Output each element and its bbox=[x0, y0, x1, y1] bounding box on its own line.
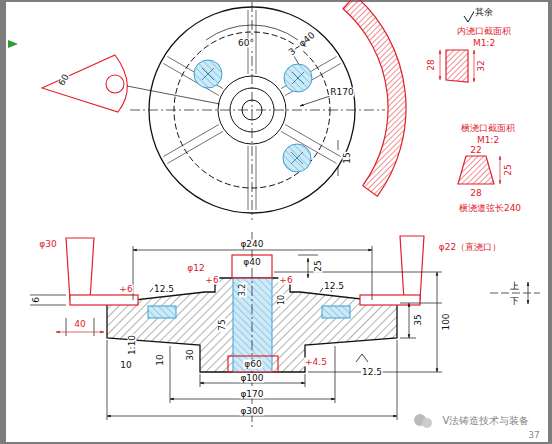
dimension: 32 bbox=[477, 59, 486, 72]
section-title: 内浇口截面积 bbox=[456, 27, 512, 36]
core-mark bbox=[292, 72, 304, 84]
watermark-icon bbox=[414, 414, 432, 428]
dimension: 40 bbox=[73, 320, 86, 329]
core-mark bbox=[202, 68, 214, 80]
note: 横浇道弦长240 bbox=[458, 204, 522, 213]
direction-label: 上 bbox=[509, 282, 520, 291]
top-view bbox=[130, 2, 385, 220]
roughness: 3.2 bbox=[239, 283, 247, 298]
dimension: 25 bbox=[314, 259, 323, 272]
core-mark bbox=[291, 152, 303, 164]
dimension: 28 bbox=[427, 58, 436, 71]
dimension: φ170 bbox=[239, 390, 264, 399]
rib-line bbox=[248, 146, 249, 210]
dimension: φ60 bbox=[243, 360, 262, 369]
roughness: 12.5 bbox=[153, 285, 175, 294]
ingate-section bbox=[440, 50, 474, 82]
runner-section bbox=[458, 156, 500, 184]
scale: M1:2 bbox=[472, 39, 496, 48]
rib-line bbox=[163, 125, 218, 157]
dimension: 25 bbox=[504, 163, 513, 176]
dimension: φ100 bbox=[239, 374, 264, 383]
dimension: φ12 bbox=[186, 264, 205, 273]
core-circle bbox=[194, 60, 222, 88]
machining-allowance: +6 bbox=[118, 285, 133, 294]
sprue-label: φ22（直浇口） bbox=[438, 243, 502, 252]
dimension: R170 bbox=[329, 88, 354, 97]
core-circles bbox=[194, 60, 312, 172]
rib-lines bbox=[163, 10, 340, 210]
sheet bbox=[6, 2, 548, 442]
dimension: 15 bbox=[343, 151, 352, 164]
runner-arc bbox=[343, 0, 406, 196]
roughness: 12.5 bbox=[323, 282, 345, 291]
page-number: 37 bbox=[527, 431, 540, 440]
dimension: 28 bbox=[469, 189, 482, 198]
dimension: 75 bbox=[218, 318, 227, 331]
rib-line bbox=[256, 146, 257, 210]
dimension: 60° bbox=[237, 39, 255, 48]
dimension: 10 bbox=[278, 294, 286, 306]
core-circle bbox=[283, 144, 311, 172]
watermark: V法铸造技术与装备 bbox=[442, 416, 531, 426]
dimension: φ30 bbox=[38, 240, 57, 249]
section-title: 横浇口截面积 bbox=[460, 124, 516, 133]
taper: 1:10 bbox=[128, 334, 137, 356]
slide-marker bbox=[8, 40, 18, 48]
machining-allowance: +6 bbox=[278, 276, 293, 285]
direction-label: 下 bbox=[509, 297, 520, 306]
dimension: 10 bbox=[156, 353, 165, 366]
core-circle bbox=[284, 64, 312, 92]
machining-allowance: +4.5 bbox=[304, 358, 328, 367]
note: 其余 bbox=[474, 8, 494, 17]
gate-teardrop bbox=[42, 55, 220, 112]
rib-line bbox=[167, 57, 222, 89]
dimension: 30 bbox=[186, 348, 195, 361]
roughness: 12.5 bbox=[361, 368, 383, 377]
dimension: 35 bbox=[414, 313, 423, 326]
dimension: 22 bbox=[469, 146, 482, 155]
dimension: φ240 bbox=[239, 240, 264, 249]
dimension: 6 bbox=[32, 296, 41, 304]
dimension: 60 bbox=[57, 72, 72, 88]
dimension: 100 bbox=[442, 312, 451, 331]
rib-line bbox=[256, 10, 257, 74]
section-view bbox=[66, 232, 424, 428]
machining-allowance: +6 bbox=[204, 276, 219, 285]
dimension: φ40 bbox=[242, 258, 261, 267]
dimension: 3~φ40 bbox=[287, 30, 318, 58]
dimension-lines bbox=[30, 246, 540, 420]
dimension: 10 bbox=[119, 361, 132, 370]
scale: M1:2 bbox=[476, 136, 500, 145]
dimension: φ300 bbox=[239, 407, 264, 416]
rib-line bbox=[167, 131, 222, 163]
